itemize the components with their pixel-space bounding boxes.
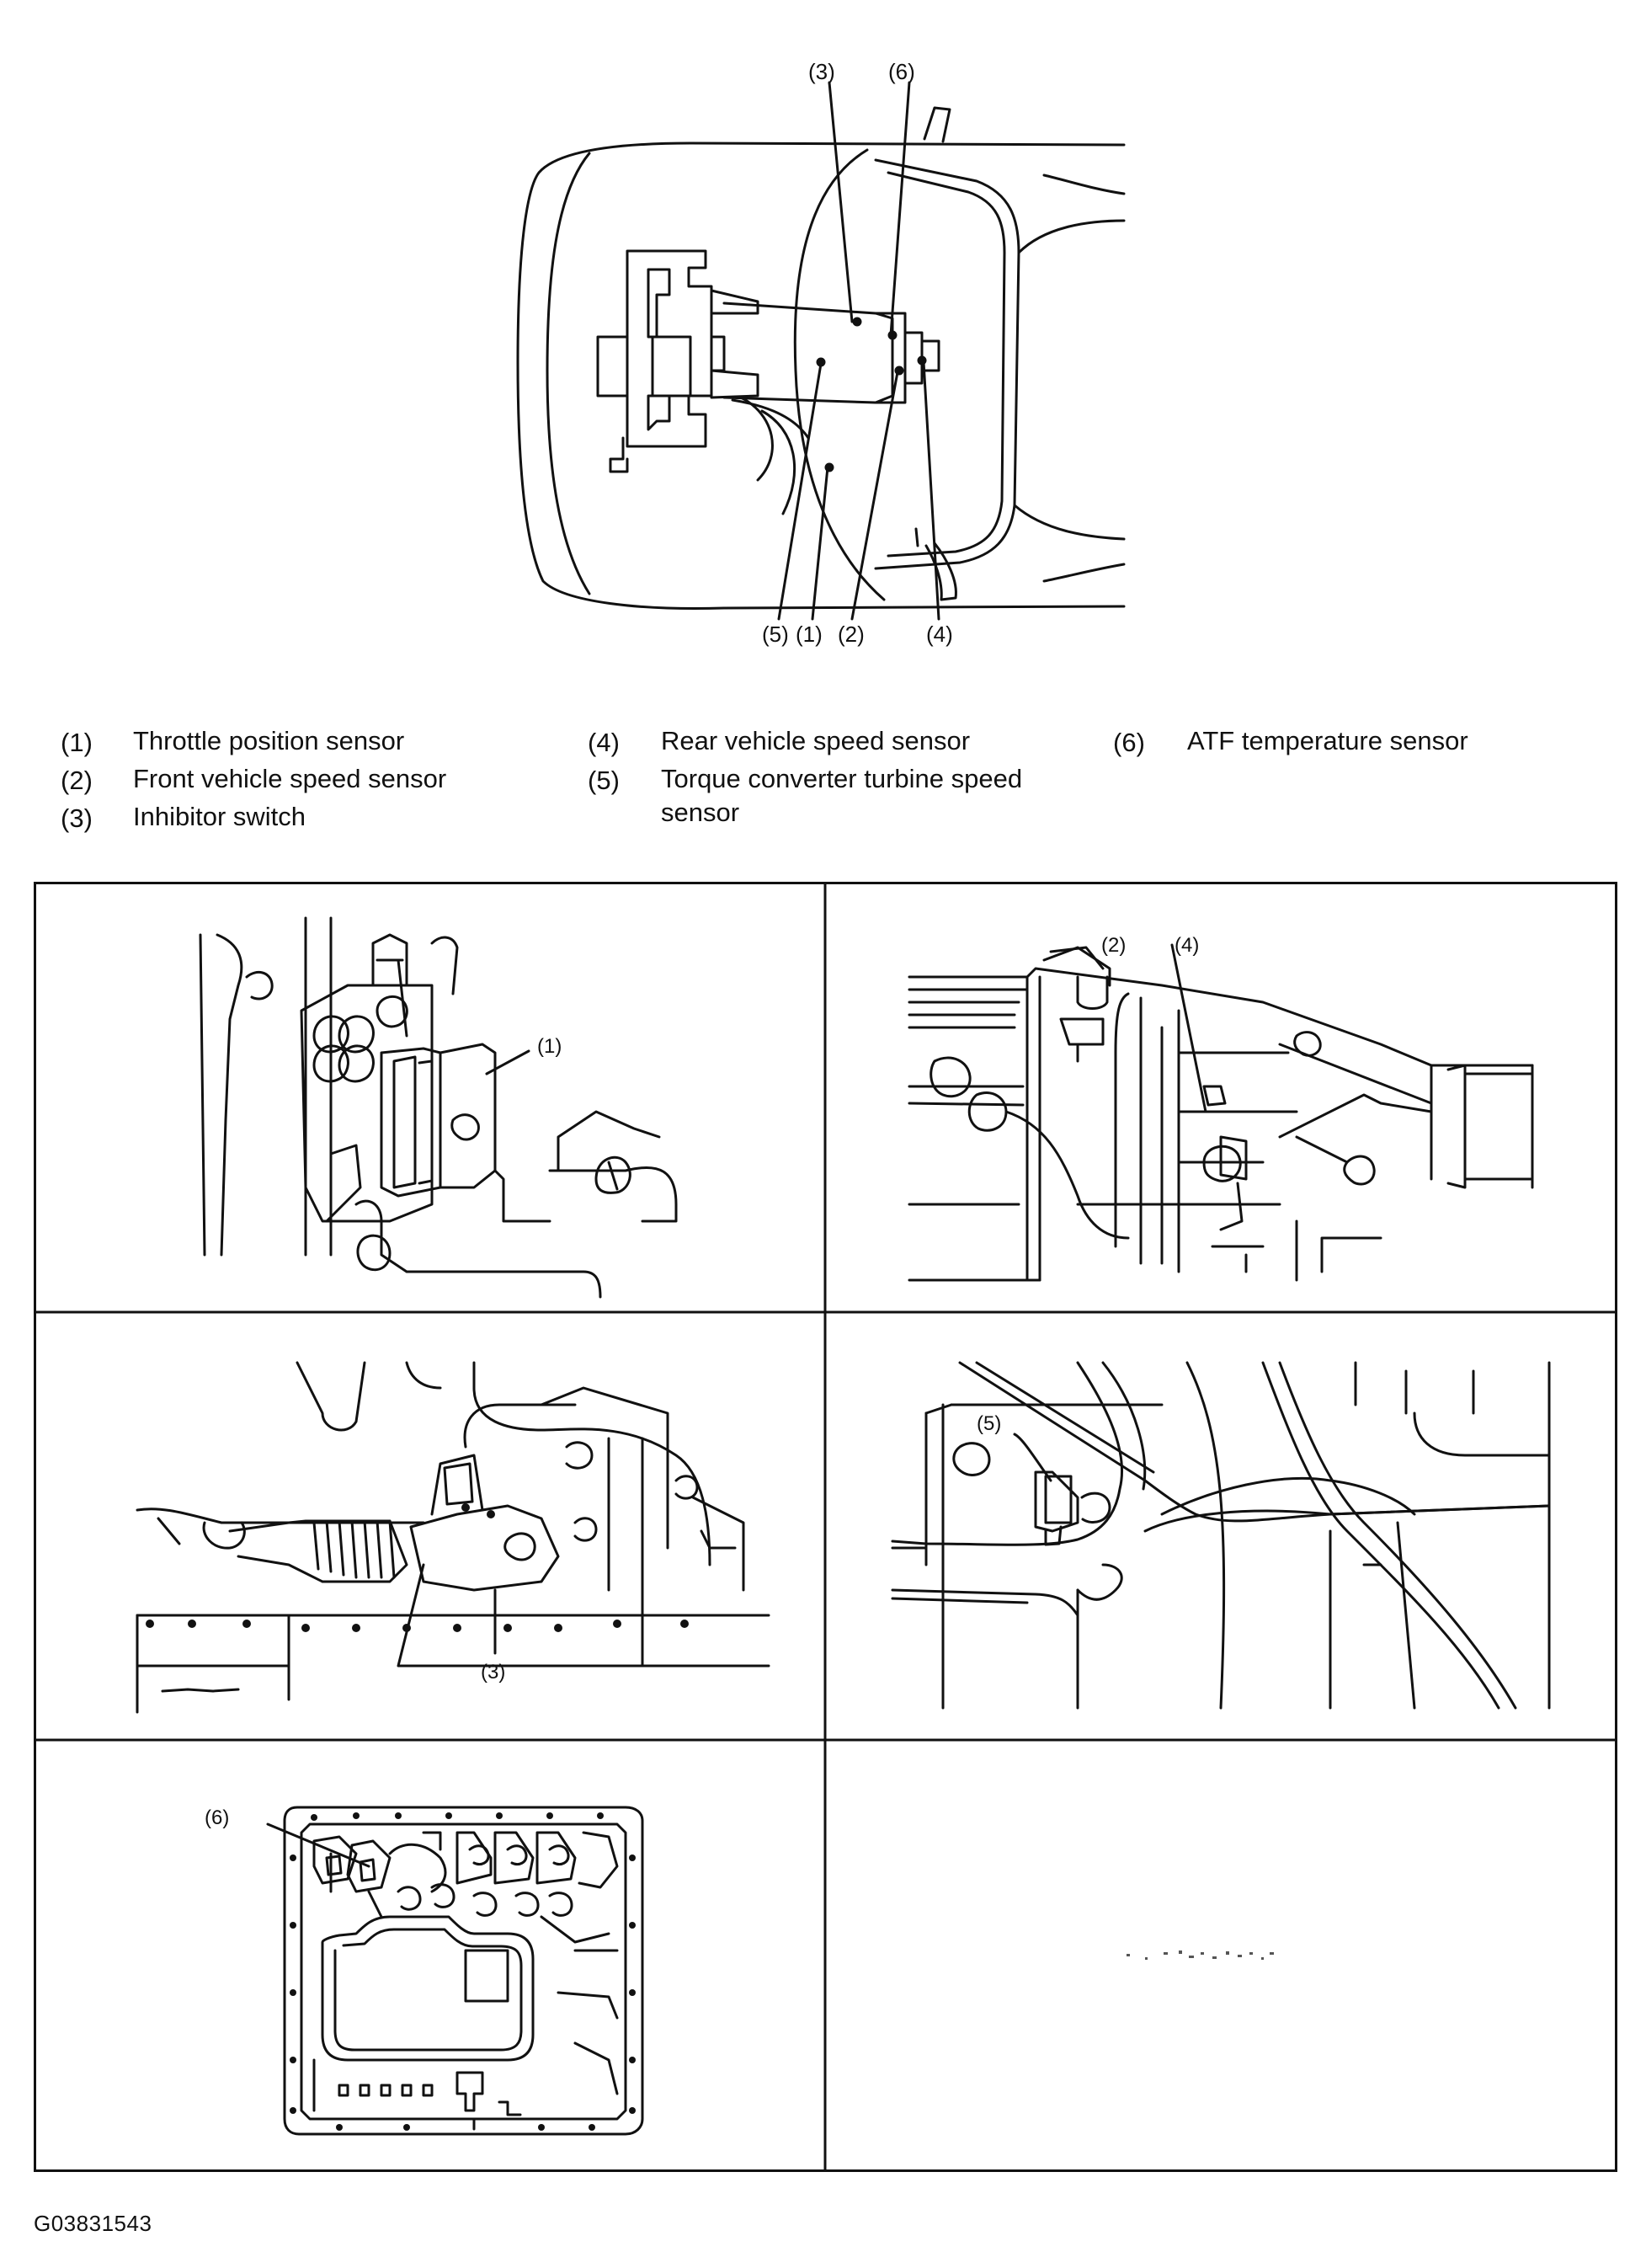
panel-blank [825,1740,1615,2169]
overview-callout-6: (6) [888,59,915,84]
overview-callout-1: (1) [796,622,823,647]
speed-callout-2: (2) [1101,934,1126,957]
legend-text-6: ATF temperature sensor [1187,726,1468,755]
legend-num-2: (2) [61,766,93,795]
legend-text-3: Inhibitor switch [133,802,306,831]
legend-text-1: Throttle position sensor [133,726,405,755]
legend-num-6: (6) [1113,728,1145,757]
legend-text-5: Torque converter turbine speed sensor [661,764,1023,827]
throttle-sensor-drawing: (1) [199,916,678,1299]
panel-atf-temperature-sensor: (6) [36,1740,825,2169]
overview-callout-5: (5) [762,622,789,647]
speed-sensor-drawing: (2) (4) [908,934,1534,1282]
speed-callout-4: (4) [1175,934,1199,957]
legend-num-1: (1) [61,728,93,757]
vehicle-overview-diagram: (3) (6) (5) (1) (2) (4) [0,0,1646,674]
legend-text-2: Front vehicle speed sensor [133,764,447,793]
throttle-callout-1: (1) [537,1035,562,1058]
overview-callout-3: (3) [808,59,835,84]
turbine-sensor-drawing: (5) [891,1361,1551,1710]
grid-dividers [36,884,1615,2169]
overview-callout-2: (2) [838,622,865,647]
turbine-callout-5: (5) [977,1412,1001,1435]
overview-callout-4: (4) [926,622,953,647]
inhibitor-switch-drawing: (3) [136,1361,770,1714]
detail-panel-grid: (1) [34,882,1617,2172]
atf-sensor-drawing: (6) [205,1806,644,2136]
panel-throttle-position-sensor: (1) [36,884,825,1312]
atf-callout-6: (6) [205,1806,229,1829]
panel-turbine-speed-sensor: (5) [825,1312,1615,1740]
figure-code: G03831543 [34,2211,152,2236]
legend-num-5: (5) [588,766,620,795]
parts-legend: (1) Throttle position sensor (2) Front v… [0,716,1646,851]
panel-vehicle-speed-sensors: (2) (4) [825,884,1615,1312]
inhibitor-callout-3: (3) [481,1661,505,1684]
panel-inhibitor-switch: (3) [36,1312,825,1740]
legend-num-4: (4) [588,728,620,757]
blank-panel-artifact [1127,1950,1274,1960]
legend-text-4: Rear vehicle speed sensor [661,726,971,755]
vehicle-outline-svg [516,81,1126,621]
legend-num-3: (3) [61,803,93,833]
